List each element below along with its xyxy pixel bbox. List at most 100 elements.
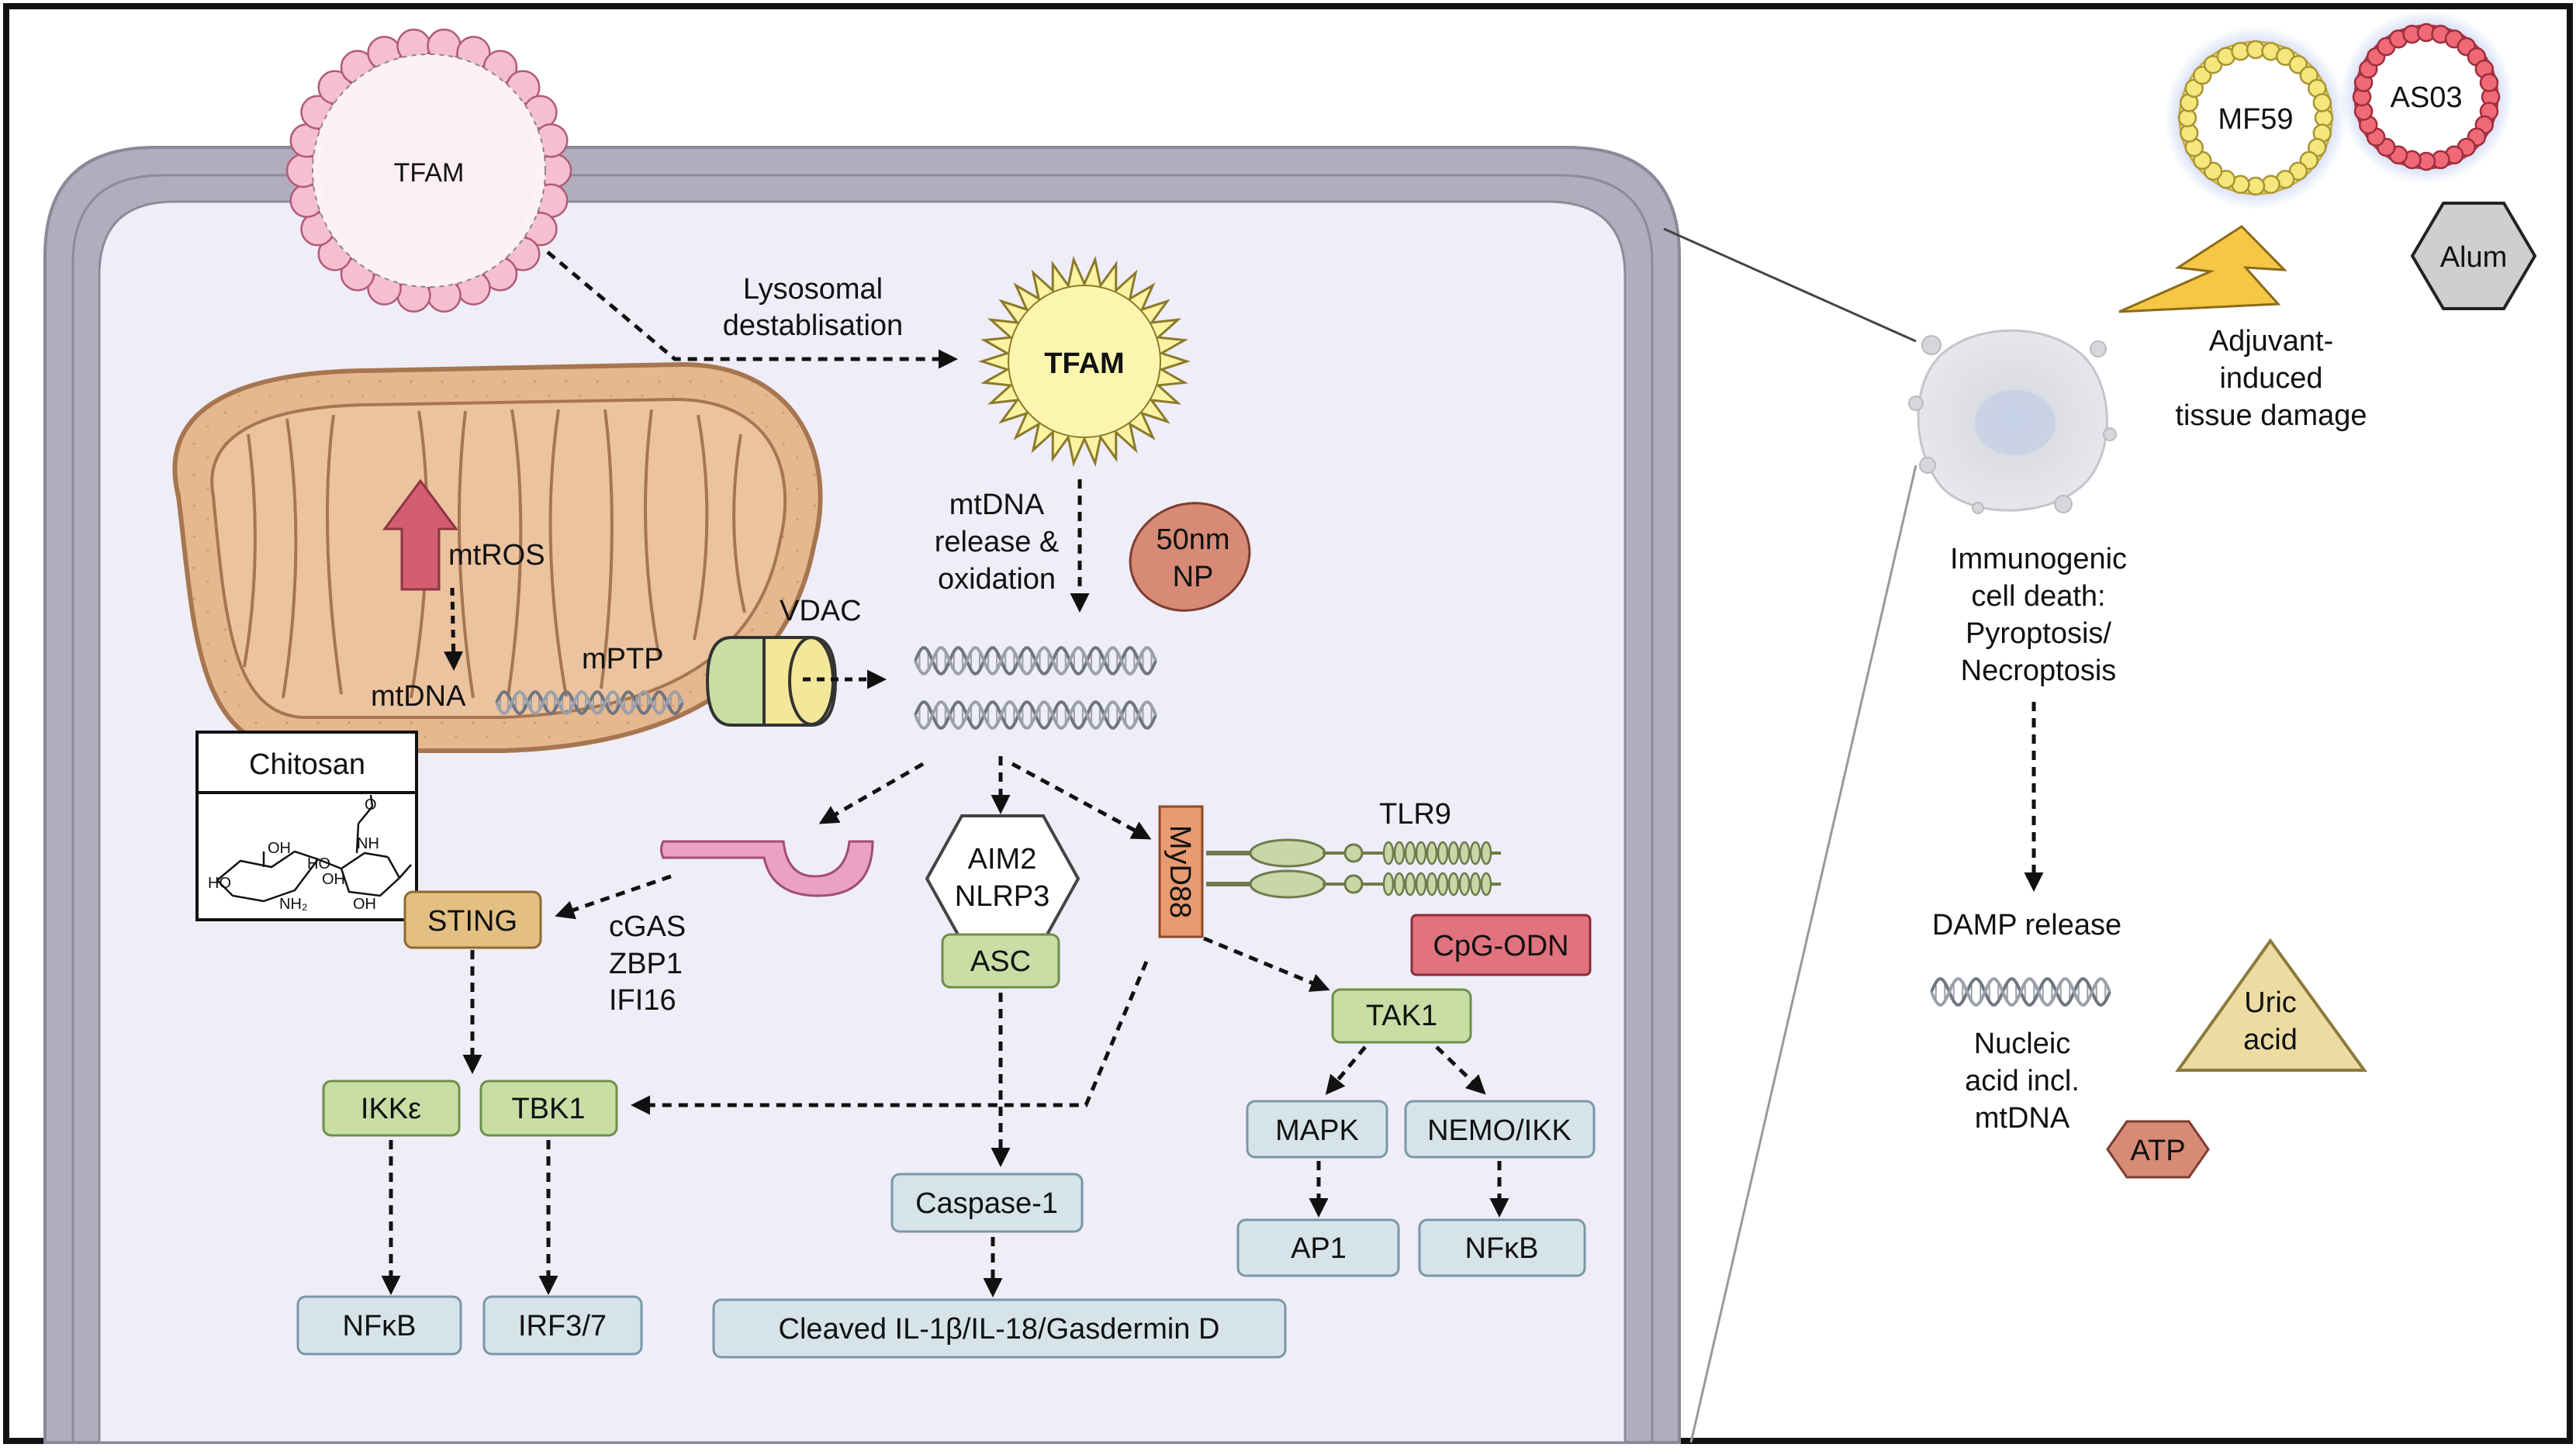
mtdna-release-label-1: mtDNA	[949, 489, 1045, 521]
myd88-to-tak1-arrow	[1203, 936, 1330, 992]
cpg-odn-box	[1410, 914, 1592, 976]
nlrp3-label: NLRP3	[955, 880, 1050, 913]
mito-dna-helix	[495, 689, 684, 716]
tfam-vesicle-label: TFAM	[394, 158, 465, 188]
sting-label: STING	[427, 905, 517, 938]
tfam-vesicle	[285, 28, 572, 313]
chitosan-oh2: OH	[322, 871, 345, 888]
mtdna-release-label-2: release &	[935, 526, 1060, 558]
mtros-label: mtROS	[448, 539, 545, 572]
ifi16-label: IFI16	[609, 984, 676, 1017]
zoom-line-top	[1663, 227, 1917, 343]
cytosolic-dna-helix-top	[914, 645, 1157, 676]
chitosan-oh1: OH	[268, 840, 291, 857]
uric-label-2: acid	[2243, 1024, 2298, 1056]
atp-label: ATP	[2130, 1135, 2185, 1167]
chitosan-o: O	[365, 796, 377, 814]
np-label-1: 50nm	[1156, 523, 1229, 556]
nucleic-label-2: acid incl.	[1965, 1065, 2080, 1097]
cleaved-products-box	[712, 1298, 1287, 1359]
mptp-label: mPTP	[582, 643, 664, 675]
tbk1-label: TBK1	[511, 1093, 585, 1125]
tak1-box	[1331, 988, 1472, 1044]
mtros-arrow	[382, 478, 458, 591]
irf-box	[482, 1295, 643, 1356]
chitosan-ho1: HO	[208, 875, 231, 892]
mapk-label: MAPK	[1275, 1114, 1359, 1147]
icd-label-3: Pyroptosis/	[1966, 617, 2111, 650]
myd88-to-tbk1-arrow	[631, 961, 1149, 1115]
chitosan-box	[195, 731, 418, 921]
lysosomal-label-2: destablisation	[723, 309, 903, 342]
cgas-sensor-shape	[660, 840, 874, 897]
cgas-label: cGAS	[609, 910, 686, 943]
icd-label-1: Immunogenic	[1950, 543, 2127, 575]
ikke-label: IKKε	[361, 1093, 421, 1125]
damp-dna-helix	[1930, 976, 2111, 1007]
aim2-nlrp3-hexagon	[925, 814, 1081, 943]
adjuvant-label-2: induced	[2219, 362, 2322, 395]
asc-label: ASC	[970, 945, 1031, 978]
cleaved-products-label: Cleaved IL-1β/IL-18/Gasdermin D	[779, 1313, 1220, 1346]
vdac-label: VDAC	[780, 595, 862, 627]
nucleic-label-1: Nucleic	[1974, 1028, 2071, 1060]
chitosan-ho2: HO	[307, 855, 330, 872]
irf-label: IRF3/7	[518, 1310, 607, 1342]
chitosan-nh2: NH₂	[279, 896, 308, 913]
cpg-odn-label: CpG-ODN	[1433, 930, 1568, 962]
lysosomal-arrow	[546, 250, 958, 369]
adjuvant-label-1: Adjuvant-	[2209, 325, 2334, 358]
alum-label: Alum	[2440, 241, 2508, 274]
myd88-label: MyD88	[1164, 825, 1196, 918]
nfkb-right-label: NFκB	[1465, 1232, 1539, 1265]
dying-cell	[1908, 329, 2117, 514]
ap1-label: AP1	[1291, 1232, 1347, 1265]
chitosan-structure	[216, 794, 412, 903]
uric-label-1: Uric	[2244, 986, 2297, 1019]
mitochondrion	[172, 361, 823, 753]
atp-hexagon	[2106, 1120, 2210, 1179]
nfkb-right-box	[1418, 1218, 1586, 1277]
mtdna-label: mtDNA	[371, 680, 466, 713]
np-label-2: NP	[1173, 561, 1214, 593]
ap1-box	[1236, 1218, 1400, 1277]
tbk1-box	[479, 1080, 618, 1137]
icd-label-4: Necroptosis	[1961, 655, 2117, 687]
asc-box	[941, 933, 1060, 989]
icd-label-2: cell death:	[1971, 580, 2105, 613]
caspase-1-label: Caspase-1	[915, 1187, 1058, 1220]
caspase-1-box	[890, 1173, 1084, 1233]
dna-to-cgas-arrow	[818, 762, 925, 824]
tfam-released-label: TFAM	[1044, 347, 1124, 380]
lysosomal-label-1: Lysosomal	[743, 273, 883, 306]
zoom-line-bottom	[1689, 465, 1917, 1443]
nucleic-label-3: mtDNA	[1975, 1102, 2070, 1135]
myd88-box	[1158, 805, 1204, 938]
adjuvant-label-3: tissue damage	[2175, 399, 2367, 432]
ikke-box	[322, 1080, 461, 1137]
lightning-bolt	[2118, 225, 2287, 313]
vdac-channel	[705, 636, 838, 727]
membrane-inner-line	[71, 174, 1654, 1442]
cgas-to-sting-arrow	[555, 874, 672, 920]
tlr9-label: TLR9	[1379, 798, 1451, 831]
as03-label: AS03	[2391, 81, 2463, 114]
alum-hexagon	[2410, 202, 2537, 310]
zbp1-label: ZBP1	[609, 948, 683, 980]
mtdna-release-label-3: oxidation	[938, 563, 1056, 596]
tfam-released-particle	[978, 255, 1191, 468]
mapk-box	[1246, 1100, 1388, 1159]
cytosolic-dna-helix-bottom	[914, 700, 1157, 731]
nemo-ikk-label: NEMO/IKK	[1427, 1114, 1572, 1147]
chitosan-label: Chitosan	[249, 748, 365, 781]
tak1-label: TAK1	[1366, 1000, 1437, 1032]
tlr9-receptor	[1206, 838, 1501, 899]
nfkb-left-label: NFκB	[343, 1310, 417, 1342]
damp-release-label: DAMP release	[1932, 909, 2121, 941]
mf59-label: MF59	[2218, 103, 2293, 136]
sting-box	[403, 890, 542, 949]
mf59-bead-ring	[2177, 40, 2334, 196]
nemo-ikk-box	[1404, 1100, 1596, 1159]
